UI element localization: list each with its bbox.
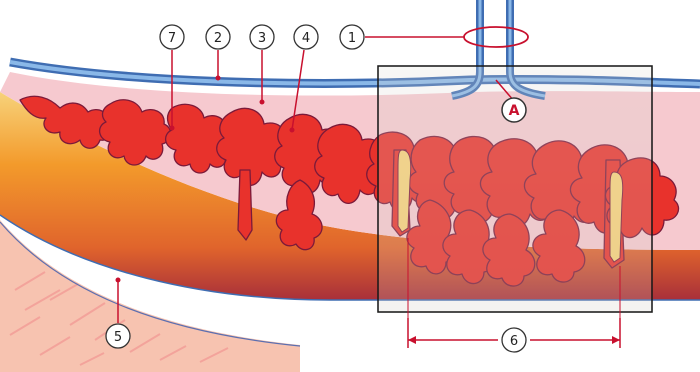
umbilical-ellipse-marker (464, 27, 528, 47)
callout-1: 1 (340, 25, 364, 49)
callout-2: 2 (206, 25, 230, 49)
callout-3: 3 (250, 25, 274, 49)
callout-label-4: 4 (302, 31, 310, 46)
callout-label-5: 5 (114, 330, 122, 345)
callout-label-A: A (509, 103, 520, 119)
callout-label-3: 3 (258, 31, 266, 46)
callout-label-7: 7 (168, 31, 176, 46)
callout-A: A (502, 98, 526, 122)
callout-label-2: 2 (214, 31, 222, 46)
callout-7: 7 (160, 25, 184, 49)
callout-4: 4 (294, 25, 318, 49)
callout-6: 6 (502, 328, 526, 352)
callout-label-1: 1 (348, 31, 356, 46)
callout-label-6: 6 (510, 334, 518, 349)
callout-5: 5 (106, 324, 130, 348)
